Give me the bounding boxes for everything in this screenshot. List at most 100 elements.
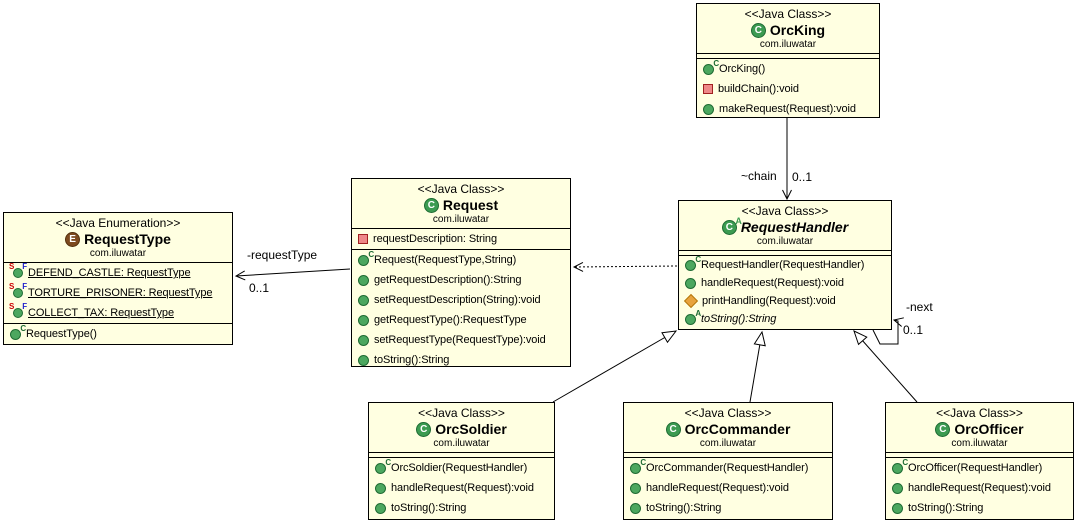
method-row[interactable]: C RequestType(): [4, 324, 232, 344]
class-name: C OrcKing: [699, 22, 877, 39]
method-row[interactable]: setRequestType(RequestType):void: [352, 330, 570, 350]
methods-compartment: C OrcCommander(RequestHandler) handleReq…: [624, 458, 832, 518]
edge-multiplicity-chain: 0..1: [792, 170, 813, 184]
public-method-icon: [703, 103, 714, 115]
method-row[interactable]: toString():String: [886, 498, 1073, 518]
field-row[interactable]: requestDescription: String: [352, 229, 570, 249]
attributes-compartment: [369, 453, 554, 458]
edge-label-next: -next: [906, 300, 933, 314]
generalization-orcsoldier[interactable]: [552, 330, 678, 403]
method-row[interactable]: handleRequest(Request):void: [369, 478, 554, 498]
method-row[interactable]: getRequestDescription():String: [352, 270, 570, 290]
java-class-icon: C: [935, 422, 951, 437]
public-method-icon: [375, 482, 386, 494]
stereotype: <<Java Enumeration>>: [55, 216, 181, 230]
public-method-icon: [358, 334, 369, 346]
method-row[interactable]: buildChain():void: [697, 79, 879, 99]
package-name: com.iluwatar: [433, 438, 490, 449]
class-name: C OrcCommander: [626, 421, 830, 438]
method-row[interactable]: C OrcOfficer(RequestHandler): [886, 458, 1073, 478]
edge-multiplicity-next: 0..1: [903, 323, 924, 337]
methods-compartment: C OrcSoldier(RequestHandler) handleReque…: [369, 458, 554, 518]
constructor-method-icon: C: [10, 324, 26, 340]
self-association-next[interactable]: [872, 317, 904, 345]
public-method-icon: [892, 482, 903, 494]
public-method-icon: [375, 502, 386, 514]
method-row[interactable]: toString():String: [352, 350, 570, 370]
stereotype: <<Java Class>>: [418, 406, 505, 420]
method-row[interactable]: C RequestHandler(RequestHandler): [679, 255, 891, 274]
methods-compartment: C OrcKing() buildChain():void makeReques…: [697, 59, 879, 119]
public-method-icon: [358, 314, 369, 326]
stereotype: <<Java Class>>: [741, 204, 829, 218]
class-name: C OrcSoldier: [371, 421, 552, 438]
method-row[interactable]: setRequestDescription(String):void: [352, 290, 570, 310]
class-name: C OrcOfficer: [888, 421, 1071, 438]
method-row[interactable]: handleRequest(Request):void: [679, 274, 891, 292]
constructor-method-icon: C: [375, 458, 391, 474]
edge-label-chain: ~chain: [741, 169, 777, 183]
association-requesttype[interactable]: [234, 268, 351, 281]
generalization-orccommander[interactable]: [749, 330, 766, 403]
public-method-icon: [892, 502, 903, 514]
generalization-orcofficer[interactable]: [853, 330, 918, 403]
class-box-orccommander[interactable]: <<Java Class>> C OrcCommander com.iluwat…: [623, 402, 833, 520]
public-method-icon: [358, 274, 369, 286]
class-box-request[interactable]: <<Java Class>> C Request com.iluwatar re…: [351, 178, 571, 367]
class-box-orcking[interactable]: <<Java Class>> C OrcKing com.iluwatar C …: [696, 3, 880, 118]
package-name: com.iluwatar: [89, 248, 147, 259]
attributes-compartment: [886, 453, 1073, 458]
dependency-requesthandler-request[interactable]: [572, 261, 678, 272]
method-row[interactable]: printHandling(Request):void: [679, 292, 891, 310]
method-row[interactable]: handleRequest(Request):void: [886, 478, 1073, 498]
public-method-icon: [630, 502, 641, 514]
method-row[interactable]: C OrcSoldier(RequestHandler): [369, 458, 554, 478]
public-method-icon: [630, 482, 641, 494]
method-row[interactable]: toString():String: [624, 498, 832, 518]
edge-multiplicity-requesttype: 0..1: [249, 281, 270, 295]
method-row[interactable]: A toString():String: [679, 309, 891, 328]
methods-compartment: C OrcOfficer(RequestHandler) handleReque…: [886, 458, 1073, 518]
stereotype: <<Java Class>>: [744, 7, 832, 21]
method-row[interactable]: makeRequest(Request):void: [697, 99, 879, 119]
private-method-icon: [703, 84, 713, 94]
package-name: com.iluwatar: [432, 214, 490, 225]
class-box-requesttype[interactable]: <<Java Enumeration>> E RequestType com.i…: [3, 212, 233, 345]
package-name: com.iluwatar: [951, 438, 1008, 449]
java-enum-icon: E: [65, 232, 81, 247]
method-row[interactable]: C OrcCommander(RequestHandler): [624, 458, 832, 478]
protected-method-icon: [683, 293, 699, 309]
constructor-method-icon: C: [685, 255, 701, 271]
package-name: com.iluwatar: [756, 236, 814, 247]
class-box-orcsoldier[interactable]: <<Java Class>> C OrcSoldier com.iluwatar…: [368, 402, 555, 520]
constructor-method-icon: C: [892, 458, 908, 474]
method-row[interactable]: handleRequest(Request):void: [624, 478, 832, 498]
method-row[interactable]: toString():String: [369, 498, 554, 518]
private-field-icon: [358, 234, 368, 244]
edge-label-requesttype: -requestType: [247, 248, 318, 262]
package-name: com.iluwatar: [699, 438, 757, 449]
attributes-compartment: requestDescription: String: [352, 229, 570, 250]
methods-compartment: C RequestHandler(RequestHandler) handleR…: [679, 255, 891, 328]
class-name: E RequestType: [6, 231, 230, 248]
constructor-method-icon: C: [703, 59, 719, 75]
java-class-icon: C: [416, 422, 432, 437]
constructor-method-icon: C: [358, 250, 374, 266]
method-row[interactable]: C Request(RequestType,String): [352, 250, 570, 270]
abstract-method-icon: A: [685, 309, 701, 325]
method-row[interactable]: getRequestType():RequestType: [352, 310, 570, 330]
attributes-compartment: [679, 251, 891, 256]
stereotype: <<Java Class>>: [684, 406, 772, 420]
method-row[interactable]: C OrcKing(): [697, 59, 879, 79]
attributes-compartment: [624, 453, 832, 458]
attributes-compartment: [697, 54, 879, 59]
class-box-orcofficer[interactable]: <<Java Class>> C OrcOfficer com.iluwatar…: [885, 402, 1074, 520]
